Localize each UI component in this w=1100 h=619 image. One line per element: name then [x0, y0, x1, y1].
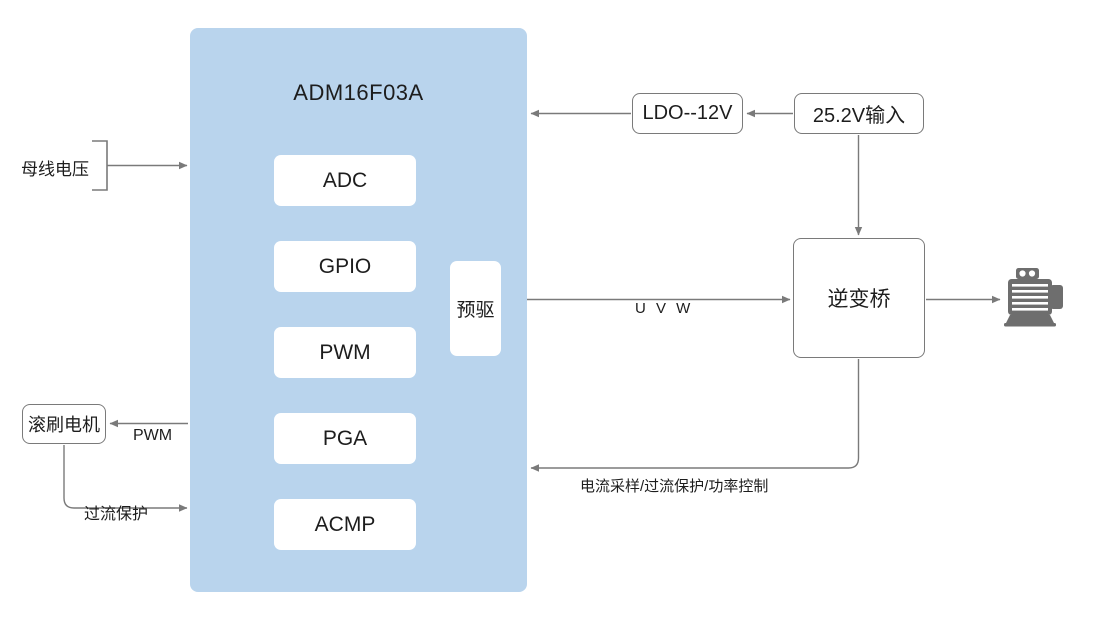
connector-brush-motor-ocp-to-chip — [63, 445, 188, 512]
module-acmp[interactable]: ACMP — [274, 499, 416, 550]
label-overcurrent-protection: 过流保护 — [84, 506, 149, 523]
block-brush-motor[interactable]: 滚刷电机 — [22, 404, 106, 444]
module-pga[interactable]: PGA — [274, 413, 416, 464]
electric-motor-icon — [1004, 268, 1063, 327]
label-current-feedback: 电流采样/过流保护/功率控制 — [580, 478, 769, 495]
module-adc[interactable]: ADC — [274, 155, 416, 206]
block-power-input[interactable]: 25.2V输入 — [794, 93, 924, 134]
module-gpio[interactable]: GPIO — [274, 241, 416, 292]
module-pwm[interactable]: PWM — [274, 327, 416, 378]
block-ldo[interactable]: LDO--12V — [632, 93, 743, 134]
bus-voltage-bracket — [92, 140, 108, 191]
module-predriver[interactable]: 预驱 — [450, 261, 501, 356]
label-uvw: U V W — [635, 300, 694, 317]
label-pwm: PWM — [133, 427, 173, 444]
label-bus-voltage: 母线电压 — [21, 160, 89, 179]
mcu-chip-title: ADM16F03A — [293, 80, 424, 105]
connector-bridge-feedback-to-chip — [530, 359, 860, 472]
block-inverter-bridge[interactable]: 逆变桥 — [793, 238, 925, 358]
